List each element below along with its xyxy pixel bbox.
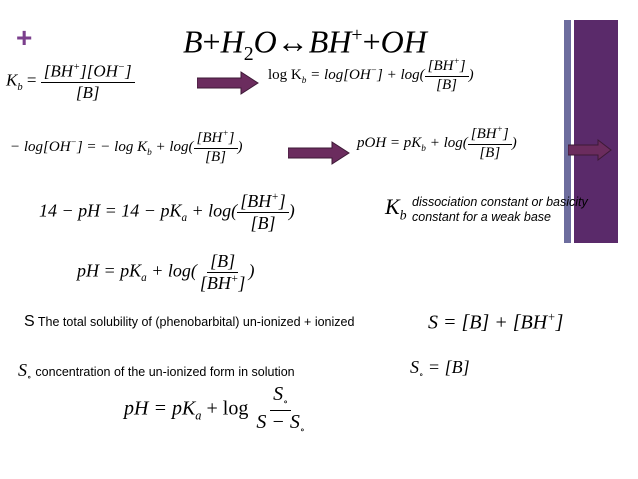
logkb-denominator: [B] <box>436 76 458 93</box>
plus-icon: + <box>16 22 33 53</box>
final-lhs: pH = pK <box>124 397 196 420</box>
final-sub: a <box>195 408 202 423</box>
logkb-close: ) <box>468 67 474 84</box>
ph-mid: + log( <box>146 260 197 281</box>
so-line: S∘ concentration of the un-ionized form … <box>18 360 295 383</box>
ph14-fraction: [BH+][B] <box>237 191 289 233</box>
poh-close: ) <box>511 135 517 152</box>
kb-equation: Kb = [BH+][OH−] [B] <box>6 62 135 101</box>
title-sup-plus: + <box>351 24 363 46</box>
final-numerator: S∘ <box>270 384 291 411</box>
kb-equals: = <box>22 70 41 90</box>
kb-numerator: [BH+][OH−] <box>40 62 135 83</box>
arrow-right-icon-3 <box>568 139 612 161</box>
ph-equation: pH = pKa + log([B][BH+]) <box>77 252 254 293</box>
title-plus-2: + <box>362 23 381 60</box>
logkb-numerator: [BH+] <box>424 57 469 77</box>
decor-bar-light <box>564 20 571 243</box>
so-equation: S∘ = [B] <box>410 357 470 381</box>
title-bh: BH <box>308 23 352 60</box>
kb-note-k: K <box>385 194 400 219</box>
ph14-close: ) <box>288 200 295 221</box>
kb-description: dissociation constant or basicity consta… <box>412 195 588 225</box>
neglog-lhs: − log[OH <box>10 139 71 156</box>
kb-description-line1: dissociation constant or basicity <box>412 195 588 209</box>
so-eq-s: S <box>410 357 419 377</box>
ph-sub: a <box>141 272 147 285</box>
so-eq-rest: = [B] <box>423 357 470 377</box>
poh-numerator: [BH+] <box>467 125 512 145</box>
kb-k: K <box>6 70 18 90</box>
poh-sub: b <box>421 144 426 155</box>
kb-symbol: Kb <box>385 194 407 223</box>
poh-equation: pOH = pKb + log([BH+][B]) <box>357 125 517 162</box>
ph-close: ) <box>248 260 255 281</box>
arrow-right-icon-1 <box>197 71 259 95</box>
solubility-eq-sup: + <box>547 310 556 324</box>
title-arrow: ↔ <box>276 23 309 60</box>
so-eq-sub: ∘ <box>419 369 424 380</box>
neglog-mid: + log( <box>151 139 194 156</box>
neg-log-oh-equation: − log[OH−] = − log Kb + log([BH+][B]) <box>10 129 243 166</box>
final-denominator: S − S∘ <box>256 410 305 436</box>
solubility-line: S The total solubility of (phenobarbital… <box>24 313 354 331</box>
logkb-sub: b <box>301 76 307 87</box>
logkb-mid-sup: − <box>370 66 377 77</box>
poh-mid: + log( <box>425 135 468 152</box>
neglog-sub: b <box>147 148 152 159</box>
ph-14-equation: 14 − pH = 14 − pKa + log([BH+][B]) <box>39 191 295 233</box>
so-symbol: S <box>18 360 27 380</box>
title-b: B <box>183 23 203 60</box>
kb-fraction: [BH+][OH−] [B] <box>40 62 135 102</box>
ph14-mid: + log( <box>187 200 238 221</box>
title-oh: OH <box>380 23 427 60</box>
ph-fraction: [B][BH+] <box>197 252 249 293</box>
solubility-text: The total solubility of (phenobarbital) … <box>37 315 355 329</box>
ph14-denominator: [B] <box>250 212 276 233</box>
solubility-eq-text: S = [B] + [BH <box>428 311 548 334</box>
title-plus: + <box>202 23 221 60</box>
neglog-lhs-sup: − <box>70 138 77 149</box>
kb-description-line2: constant for a weak base <box>412 210 551 224</box>
title-subscript-2: 2 <box>243 43 254 66</box>
ph14-lhs: 14 − pH = 14 − pK <box>39 200 182 221</box>
ph-numerator: [B] <box>207 252 239 273</box>
logkb-fraction: [BH+][B] <box>424 57 469 94</box>
log-kb-equation: log Kb = log[OH−] + log([BH+][B]) <box>268 57 474 94</box>
poh-lhs: pOH = pK <box>357 135 422 152</box>
neglog-lhs-end: ] = − log K <box>76 139 148 156</box>
logkb-mid: = log[OH <box>306 67 371 84</box>
title-h: H <box>220 23 244 60</box>
poh-denominator: [B] <box>479 144 501 161</box>
kb-sub: b <box>17 81 23 93</box>
decor-bar-dark <box>574 20 618 243</box>
title-equation: B+H2O↔BH++OH <box>183 18 427 71</box>
neglog-close: ) <box>237 139 243 156</box>
solubility-s-symbol: S <box>24 313 35 330</box>
kb-note-sub: b <box>399 207 407 223</box>
logkb-lhs: log K <box>268 67 302 84</box>
solubility-equation: S = [B] + [BH+] <box>428 310 563 335</box>
arrow-right-icon-2 <box>288 141 350 165</box>
final-fraction: S∘S − S∘ <box>253 384 307 436</box>
poh-fraction: [BH+][B] <box>467 125 512 162</box>
logkb-mid-end: ] + log( <box>376 67 425 84</box>
ph14-numerator: [BH+] <box>237 191 289 213</box>
ph-lhs: pH = pK <box>77 260 142 281</box>
neglog-fraction: [BH+][B] <box>193 129 238 166</box>
final-ph-equation: pH = pKa + log S∘S − S∘ <box>124 384 308 436</box>
ph-denominator: [BH+] <box>199 272 246 293</box>
so-symbol-sub: ∘ <box>27 372 32 383</box>
title-o: O <box>253 23 277 60</box>
solubility-eq-end: ] <box>555 311 564 334</box>
neglog-denominator: [B] <box>205 148 226 165</box>
neglog-numerator: [BH+] <box>193 129 238 149</box>
so-text: concentration of the un-ionized form in … <box>35 365 295 379</box>
kb-denominator: [B] <box>75 82 100 102</box>
final-mid: + log <box>201 397 254 420</box>
ph14-sub: a <box>181 212 188 225</box>
